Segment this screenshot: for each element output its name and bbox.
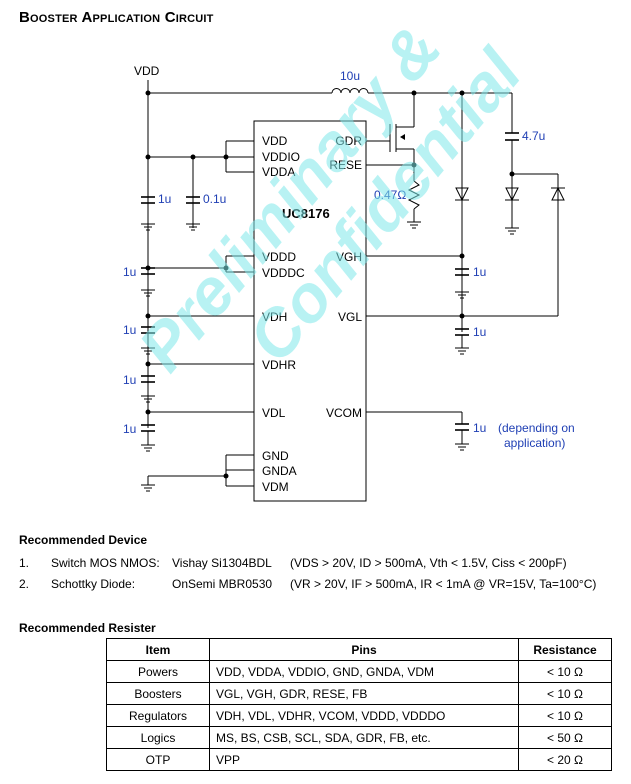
pin-label: VDM	[262, 480, 289, 494]
recommended-device-heading: Recommended Device	[19, 533, 148, 547]
item-cell: Powers	[106, 660, 210, 683]
device-part: Vishay Si1304BDL	[172, 556, 272, 570]
vcom-note: application)	[504, 436, 565, 450]
pin-label: VDDDC	[262, 266, 305, 280]
pin-label: GND	[262, 449, 289, 463]
pin-label: VDL	[262, 406, 286, 420]
table-row: Logics MS, BS, CSB, SCL, SDA, GDR, FB, e…	[106, 726, 612, 749]
pin-label: VDDA	[262, 165, 295, 179]
item-cell: Regulators	[106, 704, 210, 727]
pins-cell: VGL, VGH, GDR, RESE, FB	[209, 682, 519, 705]
resistance-cell: < 50 Ω	[518, 726, 612, 749]
device-spec: (VDS > 20V, ID > 500mA, Vth < 1.5V, Ciss…	[290, 556, 567, 570]
resistor-value: 0.47Ω	[374, 188, 406, 202]
pins-cell: MS, BS, CSB, SCL, SDA, GDR, FB, etc.	[209, 726, 519, 749]
cap-value: 4.7u	[522, 129, 545, 143]
pin-label: VGL	[338, 310, 362, 324]
resistance-table: Item Pins Resistance Powers VDD, VDDA, V…	[106, 638, 612, 771]
device-number: 1.	[19, 556, 30, 570]
cap-value: 1u	[473, 265, 486, 279]
column-header: Item	[106, 638, 210, 661]
table-row: Regulators VDH, VDL, VDHR, VCOM, VDDD, V…	[106, 704, 612, 727]
pin-label: VDH	[262, 310, 287, 324]
inductor	[331, 88, 369, 94]
table-row: Boosters VGL, VGH, GDR, RESE, FB < 10 Ω	[106, 682, 612, 705]
pins-cell: VDH, VDL, VDHR, VCOM, VDDD, VDDDO	[209, 704, 519, 727]
pin-label: VCOM	[326, 406, 362, 420]
item-cell: Logics	[106, 726, 210, 749]
cap-value: 1u	[123, 265, 136, 279]
pins-cell: VPP	[209, 748, 519, 771]
table-row: Powers VDD, VDDA, VDDIO, GND, GNDA, VDM …	[106, 660, 612, 683]
cap-value: 1u	[158, 192, 171, 206]
cap-value: 1u	[473, 421, 486, 435]
resistance-cell: < 10 Ω	[518, 660, 612, 683]
cap-value: 0.1u	[203, 192, 226, 206]
device-part: OnSemi MBR0530	[172, 577, 273, 591]
resistance-cell: < 10 Ω	[518, 704, 612, 727]
pin-label: GNDA	[262, 464, 297, 478]
device-number: 2.	[19, 577, 30, 591]
device-name: Schottky Diode:	[51, 577, 136, 591]
pin-label: VGH	[336, 250, 362, 264]
recommended-resister-heading: Recommended Resister	[19, 621, 156, 635]
column-header: Resistance	[518, 638, 612, 661]
pin-label: VDDIO	[262, 150, 300, 164]
cap-value: 1u	[473, 325, 486, 339]
table-row: OTP VPP < 20 Ω	[106, 748, 612, 771]
table-header-row: Item Pins Resistance	[106, 638, 612, 661]
pin-label: VDHR	[262, 358, 296, 372]
pin-label: GDR	[335, 134, 362, 148]
pin-label: VDD	[262, 134, 288, 148]
pin-label: RESE	[329, 158, 362, 172]
chip-name: UC8176	[282, 206, 330, 221]
cap-value: 1u	[123, 323, 136, 337]
booster-circuit-schematic: VDD VDDIO VDDA VDDD VDDDC VDH VDHR VDL G…	[123, 64, 575, 502]
item-cell: OTP	[106, 748, 210, 771]
pin-label: VDDD	[262, 250, 296, 264]
device-name: Switch MOS NMOS:	[51, 556, 160, 570]
supply-label: VDD	[134, 64, 160, 78]
device-spec: (VR > 20V, IF > 500mA, IR < 1mA @ VR=15V…	[290, 577, 597, 591]
item-cell: Boosters	[106, 682, 210, 705]
pins-cell: VDD, VDDA, VDDIO, GND, GNDA, VDM	[209, 660, 519, 683]
vcom-note: (depending on	[498, 421, 575, 435]
resistance-cell: < 20 Ω	[518, 748, 612, 771]
schottky-diode	[455, 186, 565, 202]
cap-value: 1u	[123, 373, 136, 387]
resistance-cell: < 10 Ω	[518, 682, 612, 705]
column-header: Pins	[209, 638, 519, 661]
section-title: Booster Application Circuit	[19, 9, 214, 26]
inductor-value: 10u	[340, 69, 360, 83]
cap-value: 1u	[123, 422, 136, 436]
